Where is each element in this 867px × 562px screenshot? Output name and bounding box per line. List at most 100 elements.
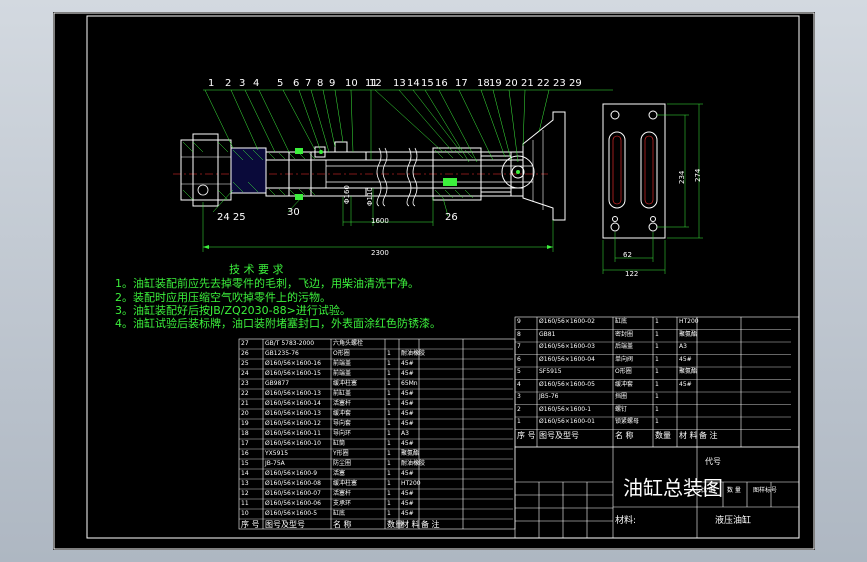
- bom-cell: Ø160/56×1600-05: [539, 380, 595, 388]
- bom-header-cell: 序 号: [517, 430, 536, 440]
- bom-header-cell: 序 号: [241, 520, 260, 529]
- bom-cell: 缓冲套: [615, 380, 634, 388]
- balloon-23: 29: [569, 78, 582, 89]
- bom-cell: 聚氨酯: [679, 368, 698, 375]
- bom-cell: 1: [655, 355, 659, 363]
- bom-cell: 锁紧螺母: [615, 418, 640, 425]
- bom-cell: Y形圈: [333, 450, 349, 457]
- bom-cell: 1: [655, 405, 659, 413]
- bom-cell: 1: [655, 380, 659, 388]
- bom-cell: 1: [387, 360, 391, 367]
- bom-cell: 12: [241, 490, 249, 497]
- bom-cell: 1: [387, 380, 391, 387]
- bom-cell: 1: [387, 350, 391, 357]
- bom-cell: 26: [241, 350, 249, 357]
- bom-cell: 1: [387, 470, 391, 477]
- bom-cell: 缸筒: [333, 440, 346, 447]
- bom-cell: 45#: [401, 500, 414, 507]
- bom-cell: 缸底: [333, 510, 346, 517]
- bom-cell: Ø160/56×1600-07: [265, 490, 321, 497]
- bom-cell: 1: [655, 393, 659, 400]
- bom-cell: A3: [679, 343, 687, 350]
- balloon-2: 3: [239, 78, 246, 89]
- bom-cell: Ø160/56×1600-03: [539, 343, 595, 350]
- bom-header-cell: 图号及型号: [539, 430, 579, 440]
- bom-cell: 45#: [401, 420, 414, 427]
- bom-cell: 活塞杆: [333, 490, 352, 497]
- bom-cell: 2: [517, 405, 521, 413]
- bom-cell: 11: [241, 500, 249, 507]
- bom-cell: Ø160/56×1600-5: [265, 510, 318, 517]
- balloon-10: 11: [365, 78, 378, 89]
- bom-cell: A3: [401, 430, 409, 437]
- balloon-21: 22: [537, 78, 550, 89]
- bom-cell: 导向套: [333, 420, 352, 427]
- bom-cell: 4: [517, 380, 521, 388]
- bom-cell: 18: [241, 430, 249, 437]
- dim-overall-length: 2300: [371, 249, 389, 257]
- bom-cell: 六角头螺栓: [333, 340, 364, 347]
- bom-cell: 1: [387, 370, 391, 377]
- balloon-8: 9: [329, 78, 336, 89]
- bom-cell: 1: [655, 418, 659, 425]
- bom-cell: 1: [387, 510, 391, 517]
- bom-cell: 15: [241, 460, 249, 467]
- balloon-0: 1: [208, 78, 215, 89]
- bom-cell: 1: [655, 318, 659, 325]
- balloon-12: 13: [393, 78, 406, 89]
- bom-cell: O形圈: [615, 368, 632, 375]
- bom-cell: 前端盖: [333, 360, 352, 367]
- dim-bolt-width: 62: [623, 251, 632, 259]
- bom-cell: JB5-76: [539, 393, 559, 400]
- balloon-bottom-0: 24 25: [217, 212, 246, 223]
- balloon-15: 16: [435, 78, 448, 89]
- quantity-label: 数 量: [727, 487, 741, 494]
- bom-cell: Ø160/56×1600-14: [265, 400, 321, 407]
- bom-cell: 缸底: [615, 318, 628, 325]
- bom-cell: 后端盖: [615, 343, 634, 350]
- bom-header-cell: 备 注: [421, 520, 440, 529]
- balloon-7: 8: [317, 78, 324, 89]
- bom-cell: GB1235-76: [265, 350, 299, 357]
- bom-cell: 挡圈: [615, 393, 628, 400]
- bom-cell: Ø160/56×1600-9: [265, 470, 318, 477]
- bom-cell: 45#: [401, 360, 414, 367]
- bom-cell: 缓冲柱塞: [333, 480, 358, 487]
- dim-bolt-height: 234: [678, 170, 686, 184]
- tech-item-4: 4。油缸试验后装标牌，油口装附堵塞封口，外表面涂红色防锈漆。: [115, 317, 441, 330]
- bom-cell: 16: [241, 450, 249, 457]
- bom-cell: 10: [241, 510, 249, 517]
- bom-header-cell: 备 注: [699, 430, 718, 440]
- scale-label: 比 例: [701, 487, 715, 494]
- bom-cell: 1: [387, 450, 391, 457]
- bom-cell: 45#: [401, 410, 414, 417]
- bom-cell: Ø160/56×1600-1: [539, 405, 592, 413]
- balloon-5: 6: [293, 78, 300, 89]
- bom-header-cell: 名 称: [333, 520, 352, 529]
- bom-cell: Ø160/56×1600-04: [539, 355, 595, 363]
- bom-cell: Ø160/56×1600-15: [265, 370, 321, 377]
- tech-item-1: 1。油缸装配前应先去掉零件的毛刺，飞边，用柴油清洗干净。: [115, 277, 419, 290]
- bom-cell: 45#: [401, 390, 414, 397]
- bom-cell: GB81: [539, 330, 556, 338]
- balloon-bottom-1: 30: [287, 207, 300, 218]
- bom-cell: 8: [517, 330, 521, 338]
- drawing-title: 油缸总装图: [623, 476, 723, 500]
- balloon-17: 18: [477, 78, 490, 89]
- balloon-20: 21: [521, 78, 534, 89]
- bom-cell: HT200: [679, 318, 699, 325]
- bom-cell: 7: [517, 343, 521, 350]
- bom-cell: Ø160/56×1600-13: [265, 390, 321, 397]
- balloon-bottom-2: 26: [445, 212, 458, 223]
- bom-cell: 聚氨酯: [679, 330, 698, 338]
- bom-cell: 1: [387, 400, 391, 407]
- bom-cell: 24: [241, 370, 249, 377]
- bom-cell: 1: [387, 480, 391, 487]
- bom-cell: 1: [387, 500, 391, 507]
- bom-cell: 45#: [401, 490, 414, 497]
- bom-cell: Ø160/56×1600-02: [539, 318, 595, 325]
- bom-cell: 活塞杆: [333, 400, 352, 407]
- tech-item-3: 3。油缸装配好后按JB/ZQ2030-88>进行试验。: [115, 304, 351, 317]
- bom-cell: Ø160/56×1600-16: [265, 360, 321, 367]
